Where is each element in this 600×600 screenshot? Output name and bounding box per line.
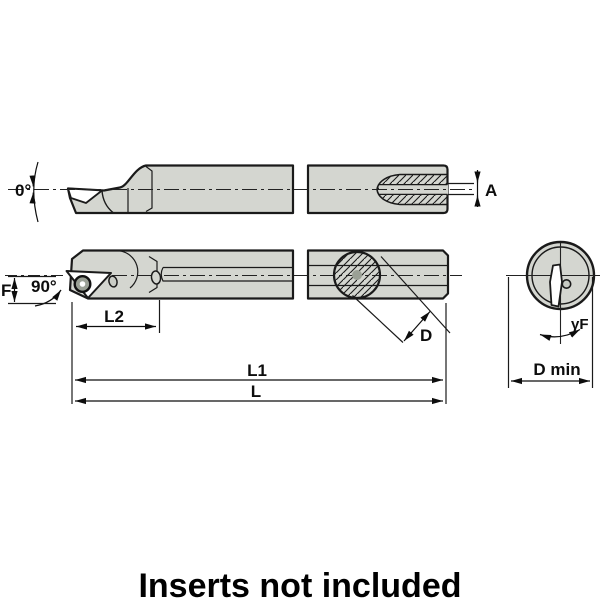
lead-angle-label: 90° [31,277,57,296]
clamp-hole [108,275,118,288]
l1-label: L1 [247,361,267,380]
l2-label: L2 [104,307,124,326]
bore-hole-dimension [448,170,481,207]
shank-dia-dimension [352,256,451,343]
top-shank-segment1 [66,164,295,215]
shank-dia-label: D [420,326,432,345]
height-f-label: F [1,281,11,300]
l2-dimension [76,300,161,333]
length-dimensions [71,302,447,405]
end-view: γF D min [506,240,600,388]
dmin-dimension [507,277,594,388]
side-profile-view: D 90° F L2 L1 L [1,249,462,405]
end-view-insert [549,263,563,308]
bore-hole-dia-label: A [485,181,497,200]
inserts-note: Inserts not included [138,567,462,600]
end-view-screw [561,278,572,289]
dmin-label: D min [533,360,580,379]
top-profile-view: 0° A [8,161,497,223]
rake-angle-indicator [29,161,39,223]
height-f-dimension [8,275,56,305]
rake-angle-label: 0° [15,181,31,200]
lead-angle-leader [34,289,62,307]
gamma-f-label: γF [571,316,589,333]
l-label: L [251,382,261,401]
shank-cross-section [332,250,382,300]
gamma-f-arc [539,328,581,341]
